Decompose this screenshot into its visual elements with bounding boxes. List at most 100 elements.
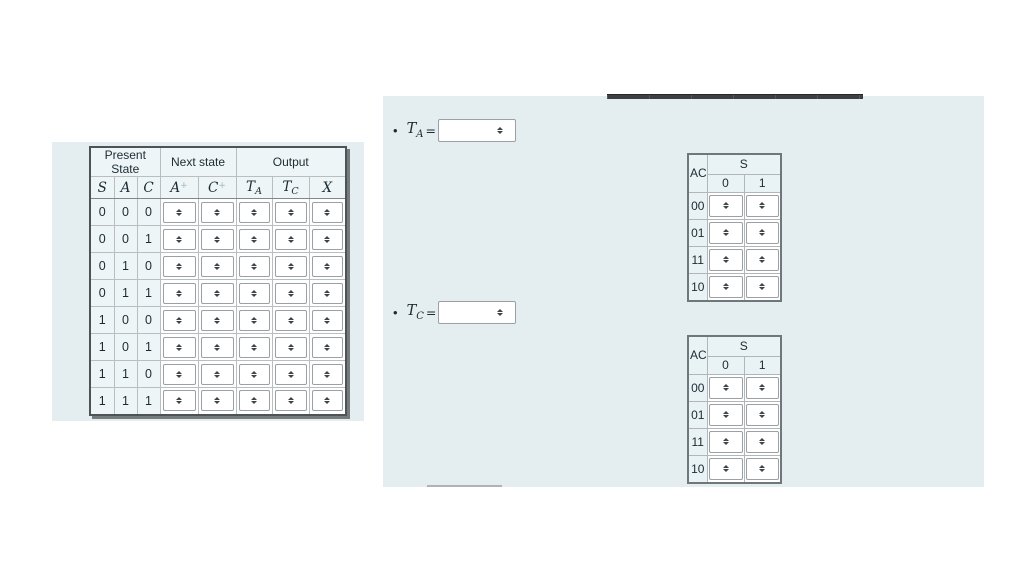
kmap2-select-00-s0[interactable] [708, 376, 743, 399]
kmap-col-header-0: 0 [706, 173, 745, 193]
var-subscript: A [255, 185, 262, 197]
state-select-a-plus-row4[interactable] [162, 309, 196, 331]
state-select-a-plus-row3[interactable] [162, 282, 196, 304]
state-select-ta-row2[interactable] [238, 255, 270, 277]
present-state-cell-r2c2: 0 [136, 252, 161, 280]
state-select-ta-row0[interactable] [238, 201, 270, 223]
state-select-ta-row4[interactable] [238, 309, 270, 331]
kmap2-select-01-s1[interactable] [745, 403, 780, 426]
kmap2-select-10-s1[interactable] [745, 457, 780, 480]
state-select-c-plus-row2[interactable] [200, 255, 234, 277]
updown-arrows-icon [175, 236, 183, 243]
state-select-ta-row7[interactable] [238, 390, 270, 412]
var-base: T [282, 178, 292, 195]
kmap2-select-01-s0[interactable] [708, 403, 743, 426]
state-select-tc-row6[interactable] [274, 363, 307, 385]
state-select-tc-row4[interactable] [274, 309, 307, 331]
updown-arrows-icon [722, 384, 730, 391]
state-select-a-plus-row0[interactable] [162, 201, 196, 223]
ta-label: TA [407, 121, 424, 140]
kmap1-select-00-s1[interactable] [745, 194, 780, 217]
kmap1-cell-10-s0 [706, 272, 745, 301]
state-select-x-row4[interactable] [311, 309, 343, 331]
updown-arrows-icon [758, 256, 766, 263]
kmap2-select-11-s0[interactable] [708, 430, 743, 453]
kmap-row-00: 00 [687, 191, 782, 220]
kmap1-select-01-s0[interactable] [708, 221, 743, 244]
state-select-x-row3[interactable] [311, 282, 343, 304]
updown-arrows-icon [175, 290, 183, 297]
present-state-cell-r4c0: 1 [89, 306, 115, 334]
updown-arrows-icon [758, 202, 766, 209]
updown-arrows-icon [250, 263, 258, 270]
updown-arrows-icon [323, 263, 331, 270]
present-state-cell-r5c2: 1 [136, 333, 161, 361]
updown-arrows-icon [323, 236, 331, 243]
state-table-cell-x-row3 [308, 279, 347, 307]
state-select-c-plus-row5[interactable] [200, 336, 234, 358]
state-table-cell-ta-row1 [235, 225, 273, 253]
state-select-a-plus-row5[interactable] [162, 336, 196, 358]
updown-arrows-icon [287, 397, 295, 404]
kmap2-cell-11-s1 [743, 427, 782, 456]
tc-equation-select[interactable] [438, 301, 517, 324]
state-select-c-plus-row6[interactable] [200, 363, 234, 385]
state-table-cell-ta-row3 [235, 279, 273, 307]
state-select-ta-row3[interactable] [238, 282, 270, 304]
kmap-row-10: 10 [687, 454, 782, 483]
state-select-tc-row5[interactable] [274, 336, 307, 358]
state-select-tc-row3[interactable] [274, 282, 307, 304]
kmap1-select-11-s0[interactable] [708, 248, 743, 271]
kmap2-select-10-s0[interactable] [708, 457, 743, 480]
present-state-cell-r0c1: 0 [113, 198, 138, 226]
updown-arrows-icon [323, 344, 331, 351]
ta-equation-select[interactable] [437, 119, 516, 142]
state-select-x-row6[interactable] [311, 363, 343, 385]
state-table-cell-a-plus-row4 [159, 306, 199, 334]
state-table-group-header-2: Output [235, 146, 347, 177]
kmap2-cell-00-s0 [706, 373, 745, 402]
state-select-x-row2[interactable] [311, 255, 343, 277]
state-select-tc-row2[interactable] [274, 255, 307, 277]
state-select-x-row7[interactable] [311, 390, 343, 412]
state-select-tc-row0[interactable] [274, 201, 307, 223]
state-select-tc-row7[interactable] [274, 390, 307, 412]
tc-var: T [406, 303, 417, 320]
state-select-c-plus-row7[interactable] [200, 390, 234, 412]
state-select-c-plus-row3[interactable] [200, 282, 234, 304]
equation-tc: • TC = [393, 301, 517, 324]
equals-sign: = [425, 123, 436, 138]
kmap-col-header-1: 1 [743, 355, 782, 375]
state-select-x-row5[interactable] [311, 336, 343, 358]
state-table-cell-ta-row2 [235, 252, 273, 280]
state-table-cell-tc-row2 [271, 252, 310, 280]
state-select-a-plus-row1[interactable] [162, 228, 196, 250]
state-select-a-plus-row7[interactable] [162, 390, 196, 412]
state-select-x-row1[interactable] [311, 228, 343, 250]
state-select-a-plus-row6[interactable] [162, 363, 196, 385]
state-table-var-header-0: S [89, 176, 115, 199]
updown-arrows-icon [496, 127, 504, 134]
state-select-c-plus-row4[interactable] [200, 309, 234, 331]
state-select-x-row0[interactable] [311, 201, 343, 223]
state-select-a-plus-row2[interactable] [162, 255, 196, 277]
kmap2-select-11-s1[interactable] [745, 430, 780, 453]
kmap1-select-00-s0[interactable] [708, 194, 743, 217]
state-select-ta-row6[interactable] [238, 363, 270, 385]
present-state-cell-r2c0: 0 [89, 252, 115, 280]
state-select-c-plus-row0[interactable] [200, 201, 234, 223]
kmap1-select-01-s1[interactable] [745, 221, 780, 244]
state-select-ta-row1[interactable] [238, 228, 270, 250]
kmap1-select-10-s0[interactable] [708, 275, 743, 298]
state-select-ta-row5[interactable] [238, 336, 270, 358]
kmap2-select-00-s1[interactable] [745, 376, 780, 399]
kmap1-select-10-s1[interactable] [745, 275, 780, 298]
kmap1-select-11-s1[interactable] [745, 248, 780, 271]
state-select-c-plus-row1[interactable] [200, 228, 234, 250]
state-select-tc-row1[interactable] [274, 228, 307, 250]
kmap-corner-label: AC [687, 335, 708, 375]
